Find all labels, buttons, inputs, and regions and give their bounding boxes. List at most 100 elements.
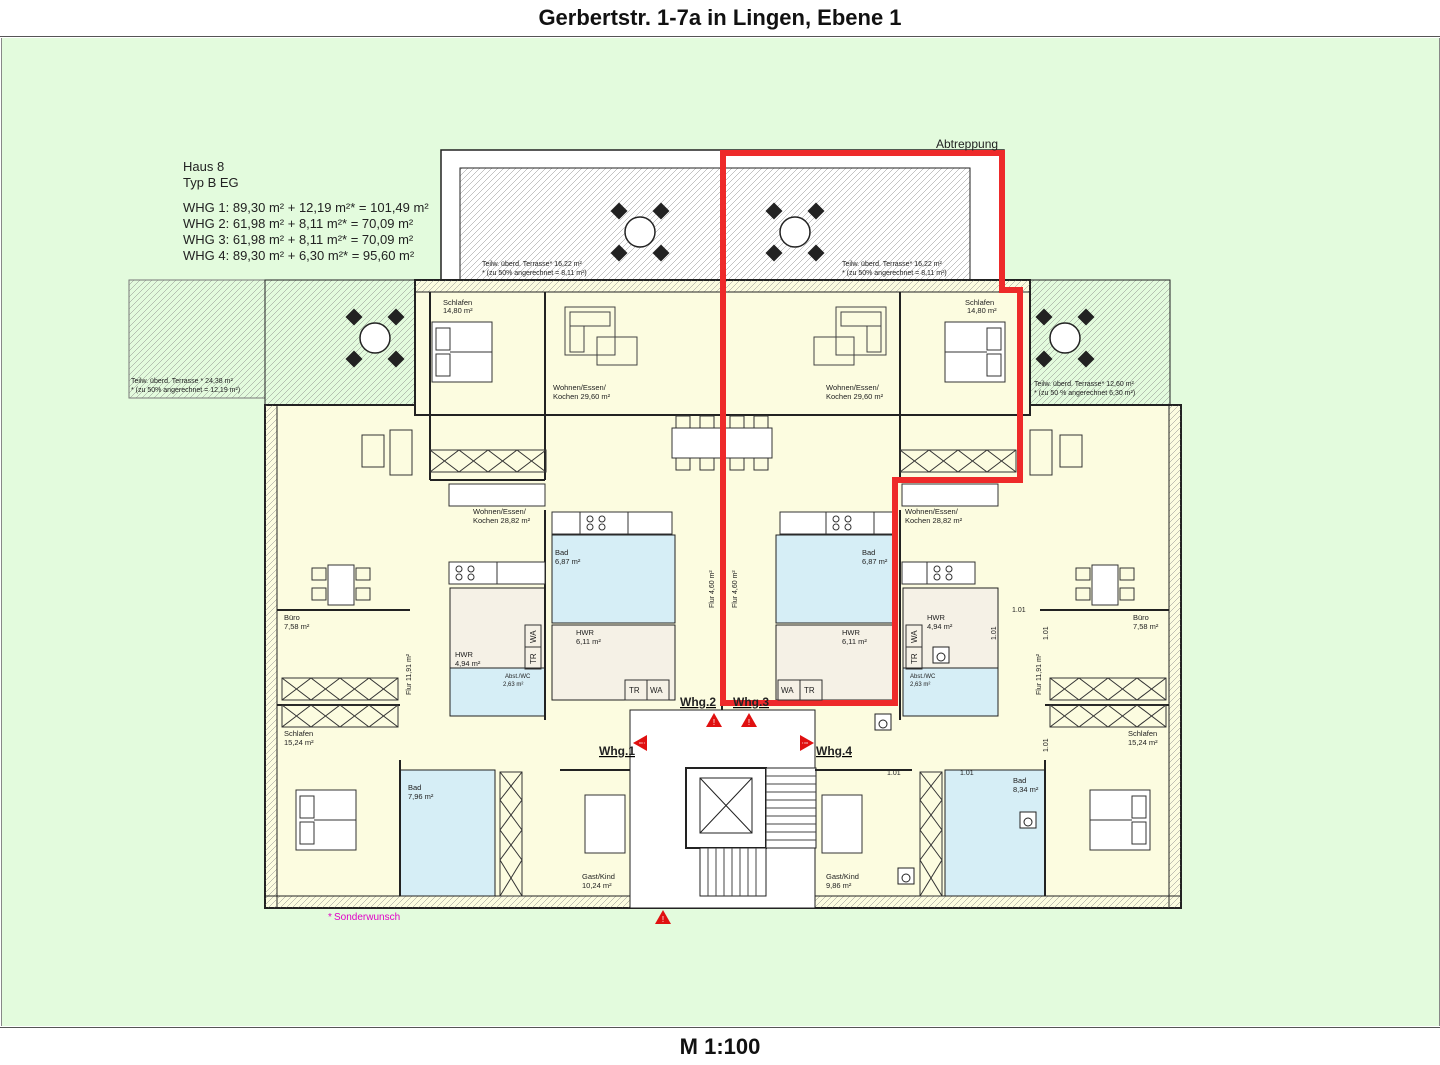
top-terrace	[459, 167, 971, 281]
wall-east	[1168, 404, 1182, 909]
hwr-whg4	[902, 587, 999, 669]
washer-label: WA	[781, 686, 794, 695]
room-area: 7,58 m²	[284, 622, 310, 631]
room-area: 7,58 m²	[1133, 622, 1159, 631]
washer-label: WA	[529, 630, 538, 643]
room-label: Wohnen/Essen/	[553, 383, 607, 392]
room-area: 6,87 m²	[862, 557, 888, 566]
legend-line: WHG 2: 61,98 m² + 8,11 m²* = 70,09 m²	[183, 216, 414, 231]
bed	[944, 321, 1006, 383]
dimension-label: 1.01	[1043, 626, 1050, 640]
room-label: Bad	[862, 548, 875, 557]
flur-label: Flur 4,60 m²	[732, 570, 739, 608]
room-label: Wohnen/Essen/	[826, 383, 880, 392]
room-label: HWR	[927, 613, 945, 622]
terrace-label: Teilw. überd. Terrasse* 12,60 m²	[1034, 381, 1135, 388]
dimension-label: 1.01	[1012, 607, 1026, 614]
apartment-label-whg3: Whg.3	[733, 695, 769, 709]
bad-whg3	[775, 534, 895, 624]
terrace-label: * (zu 50% angerechnet = 12,19 m²)	[131, 387, 240, 394]
wall-west	[264, 404, 278, 909]
terrace-label: * (zu 50 % angerechnet 6,30 m²)	[1034, 390, 1135, 397]
bed	[1089, 789, 1151, 851]
dryer-label: TR	[529, 653, 538, 664]
room-label: Büro	[284, 613, 300, 622]
dimension-label: 1.01	[1043, 738, 1050, 752]
room-area: 15,24 m²	[1128, 738, 1158, 747]
stairs	[699, 767, 817, 897]
room-area: 2,63 m²	[910, 682, 930, 688]
room-area: Kochen 29,60 m²	[826, 392, 884, 401]
marker-entrance	[655, 910, 671, 924]
wc-whg4	[902, 667, 999, 717]
sonderwunsch-label: Sonderwunsch	[334, 912, 400, 923]
legend-line: WHG 4: 89,30 m² + 6,30 m²* = 95,60 m²	[183, 248, 415, 263]
room-area: 15,24 m²	[284, 738, 314, 747]
flur-label: Flur 11,91 m²	[406, 653, 413, 695]
room-label: Abst./WC	[910, 674, 936, 680]
terrace-left	[264, 279, 416, 406]
flur-label: Flur 11,91 m²	[1036, 653, 1043, 695]
dryer-label: TR	[910, 653, 919, 664]
room-label: Büro	[1133, 613, 1149, 622]
room-label: Schlafen	[284, 729, 313, 738]
bad-whg2	[551, 534, 676, 624]
apartment-label-whg1: Whg.1	[599, 744, 635, 758]
page-footer: M 1:100	[0, 1027, 1440, 1065]
room-area: 6,87 m²	[555, 557, 581, 566]
room-area: 8,34 m²	[1013, 785, 1039, 794]
bad-whg1	[399, 769, 496, 897]
highlight-whg3	[720, 150, 1023, 706]
room-label: Schlafen	[443, 298, 472, 307]
room-area: 4,94 m²	[927, 622, 953, 631]
dining-table-left	[311, 564, 371, 606]
room-area: 4,94 m²	[455, 659, 481, 668]
room-label: HWR	[455, 650, 473, 659]
wheelchair-icon	[1019, 811, 1037, 829]
hwr-whg2	[551, 624, 676, 701]
wheelchair-icon	[874, 713, 892, 731]
bed	[431, 321, 493, 383]
legend-type: Typ B EG	[183, 175, 239, 190]
room-label: Schlafen	[965, 298, 994, 307]
page-header: Gerbertstr. 1-7a in Lingen, Ebene 1	[0, 0, 1440, 37]
terrace-left-outer	[128, 279, 266, 399]
legend-house: Haus 8	[183, 159, 224, 174]
hwr-whg1	[449, 587, 546, 669]
room-label: Gast/Kind	[582, 872, 615, 881]
flur-label: Flur 4,60 m²	[709, 570, 716, 608]
room-label: Abst./WC	[505, 674, 531, 680]
terrace-label: * (zu 50% angerechnet = 8,11 m²)	[842, 270, 947, 277]
abtreppung-label: Abtreppung	[936, 137, 998, 151]
dimension-label: 1.01	[887, 770, 901, 777]
room-label: Wohnen/Essen/	[905, 507, 959, 516]
room-area: 9,86 m²	[826, 881, 852, 890]
dryer-label: TR	[629, 686, 640, 695]
room-label: HWR	[576, 628, 594, 637]
room-area: 2,63 m²	[503, 682, 523, 688]
room-area: 6,11 m²	[576, 637, 601, 646]
room-label: Bad	[555, 548, 568, 557]
room-area: 6,11 m²	[842, 637, 867, 646]
dimension-label: 1.01	[960, 770, 974, 777]
terrace-label: Teilw. überd. Terrasse * 24,38 m²	[131, 378, 233, 385]
wheelchair-icon	[932, 646, 950, 664]
apartment-label-whg2: Whg.2	[680, 695, 716, 709]
svg-text:*: *	[328, 912, 332, 923]
dining-table-right	[1075, 564, 1135, 606]
room-area: Kochen 28,82 m²	[905, 516, 963, 525]
page-title: Gerbertstr. 1-7a in Lingen, Ebene 1	[538, 5, 902, 30]
wheelchair-icon	[897, 867, 915, 885]
room-area: 7,96 m²	[408, 792, 434, 801]
washer-label: WA	[910, 630, 919, 643]
dimension-label: 1.01	[991, 626, 998, 640]
room-area: 14,80 m²	[443, 306, 473, 315]
room-label: HWR	[842, 628, 860, 637]
room-area: Kochen 29,60 m²	[553, 392, 611, 401]
room-area: 14,80 m²	[967, 306, 997, 315]
scale-label: M 1:100	[679, 1033, 761, 1059]
hwr-whg3	[775, 624, 895, 701]
terrace-label: Teilw. überd. Terrasse* 16,22 m²	[842, 261, 943, 268]
room-label: Bad	[408, 783, 421, 792]
